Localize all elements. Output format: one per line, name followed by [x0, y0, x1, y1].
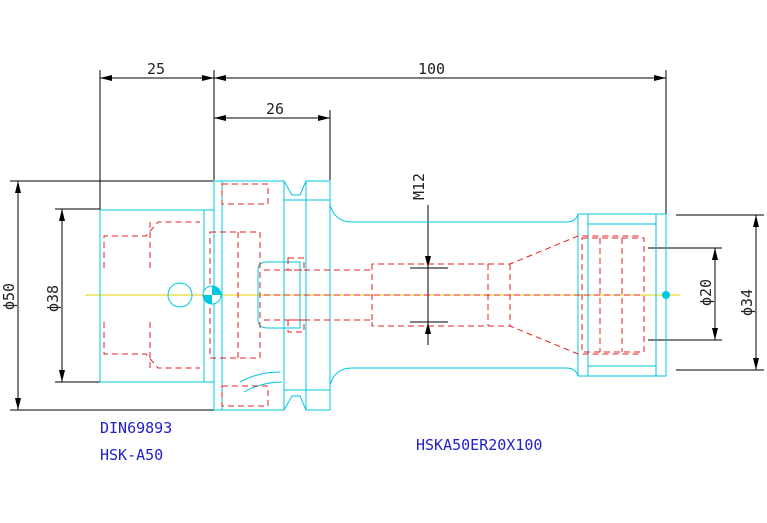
hidden-lines — [103, 183, 645, 407]
dim-thread: M12 — [410, 173, 428, 200]
part-number-label: HSKA50ER20X100 — [416, 436, 542, 454]
standard-label: DIN69893 — [100, 419, 172, 437]
dim-dia-nut: ϕ34 — [738, 289, 756, 316]
dim-dia-nose: ϕ20 — [697, 279, 715, 306]
dim-top-left: 25 — [147, 60, 165, 78]
reference-marker-left — [202, 285, 222, 305]
reference-marker-right — [662, 291, 670, 299]
dim-top-total: 100 — [418, 60, 445, 78]
dim-flange: 26 — [266, 100, 284, 118]
tool-holder-outline — [99, 180, 667, 411]
dimension-lines — [10, 70, 764, 411]
taper-label: HSK-A50 — [100, 446, 163, 464]
dim-dia-inner: ϕ38 — [44, 285, 62, 312]
dim-dia-outer: ϕ50 — [0, 283, 18, 310]
